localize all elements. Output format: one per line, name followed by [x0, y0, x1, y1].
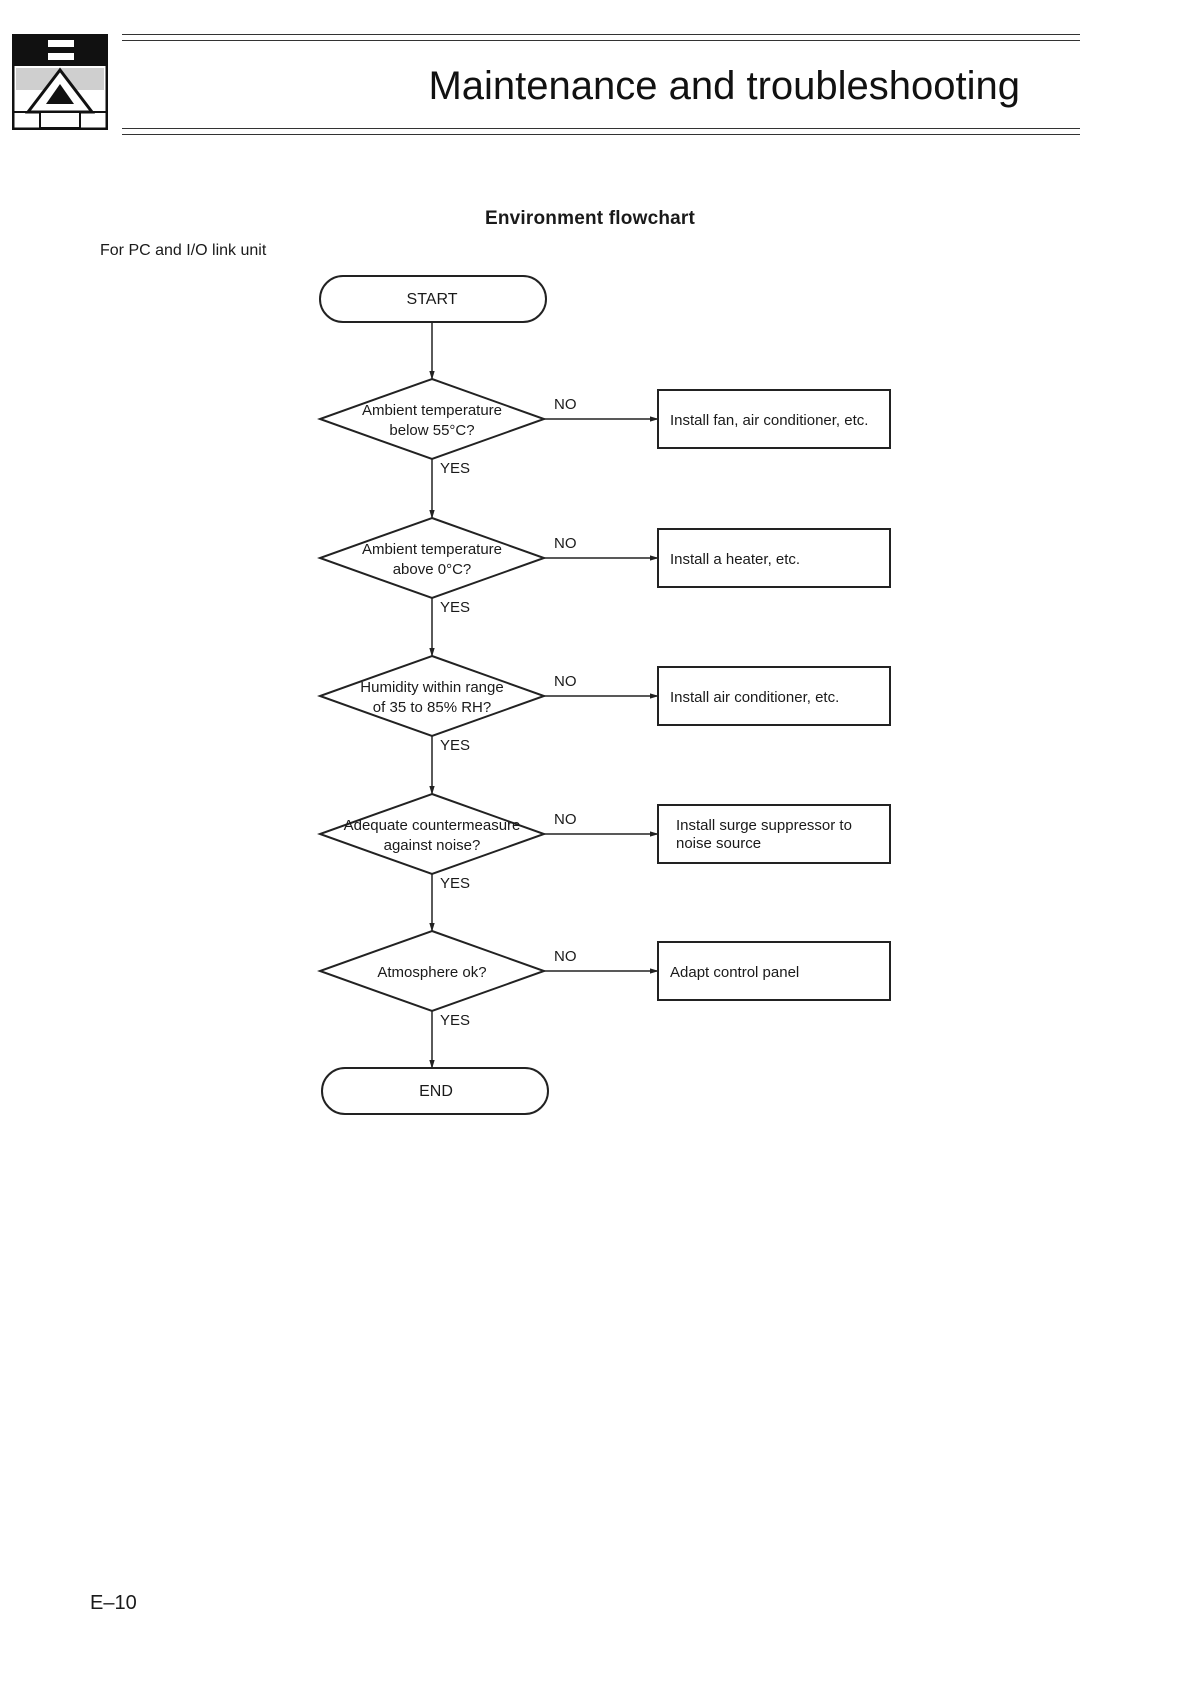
action-box — [657, 528, 891, 588]
page-number: E–10 — [90, 1592, 137, 1614]
decision-text: Humidity within range — [360, 679, 503, 696]
no-label: NO — [554, 811, 577, 828]
action-text: Install fan, air conditioner, etc. — [670, 412, 868, 429]
start-terminal — [319, 275, 547, 323]
action-box — [657, 389, 891, 449]
action-box — [657, 666, 891, 726]
header-rule-top — [122, 34, 1080, 35]
page-title: Maintenance and troubleshooting — [428, 64, 1020, 108]
action-text: noise source — [676, 835, 761, 852]
decision-text: Ambient temperature — [362, 402, 502, 419]
decision-text: of 35 to 85% RH? — [373, 699, 491, 716]
no-label: NO — [554, 396, 577, 413]
start-label: START — [407, 291, 458, 308]
decision-text: Adequate countermeasure — [344, 817, 521, 834]
header-rule-bottom-inner — [122, 134, 1080, 135]
decision-text: above 0°C? — [393, 561, 472, 578]
no-label: NO — [554, 535, 577, 552]
decision-text: below 55°C? — [389, 422, 474, 439]
no-label: NO — [554, 948, 577, 965]
decision-diamond — [317, 792, 547, 876]
chapter-e-maintenance-icon — [12, 34, 108, 130]
action-text: Install a heater, etc. — [670, 551, 800, 568]
decision-diamond — [317, 516, 547, 600]
decision-diamond — [317, 377, 547, 461]
end-terminal — [321, 1067, 549, 1115]
yes-label: YES — [440, 737, 470, 754]
flowchart-title: Environment flowchart — [484, 208, 696, 229]
yes-label: YES — [440, 1012, 470, 1029]
action-box — [657, 941, 891, 1001]
decision-text: Ambient temperature — [362, 541, 502, 558]
yes-label: YES — [440, 460, 470, 477]
header-rule-top-inner — [122, 40, 1080, 41]
action-text: Adapt control panel — [670, 964, 799, 981]
action-box — [657, 804, 891, 864]
yes-label: YES — [440, 875, 470, 892]
header-rule-bottom — [122, 128, 1080, 129]
no-label: NO — [554, 673, 577, 690]
action-text: Install surge suppressor to — [676, 817, 852, 834]
decision-diamond — [317, 654, 547, 738]
action-text: Install air conditioner, etc. — [670, 689, 839, 706]
section-label: For PC and I/O link unit — [100, 242, 267, 259]
yes-label: YES — [440, 599, 470, 616]
decision-text: against noise? — [384, 837, 481, 854]
end-label: END — [419, 1083, 453, 1100]
decision-text: Atmosphere ok? — [377, 964, 486, 981]
